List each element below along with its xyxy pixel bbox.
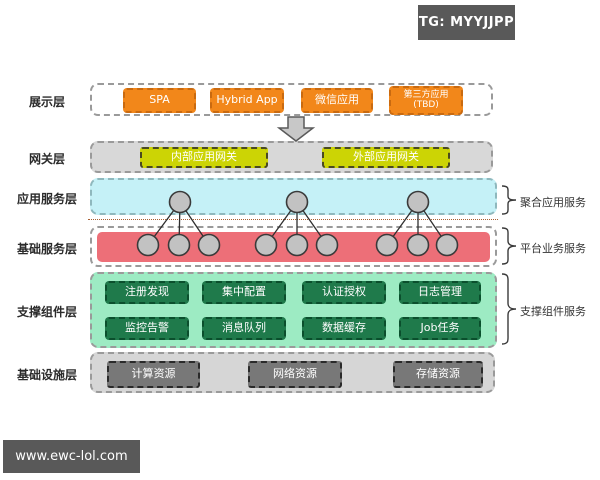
label-support-layer: 支撑组件层 — [16, 305, 77, 319]
annotation-platform-business-services: 平台业务服务 — [520, 242, 586, 255]
label-infra-layer: 基础设施层 — [16, 368, 77, 382]
support-item-job: Job任务 — [399, 317, 481, 340]
tg-badge: TG: MYYJJPP — [418, 5, 515, 40]
gateway-item-external: 外部应用网关 — [322, 147, 450, 168]
presentation-item-hybrid-app: Hybrid App — [210, 88, 284, 113]
support-item-auth: 认证授权 — [302, 281, 386, 304]
gateway-item-internal: 内部应用网关 — [140, 147, 268, 168]
brace-support — [501, 273, 517, 345]
support-item-monitoring: 监控告警 — [105, 317, 189, 340]
presentation-item-wechat-app: 微信应用 — [301, 88, 373, 113]
infra-item-storage: 存储资源 — [393, 361, 483, 388]
down-arrow — [276, 116, 316, 142]
support-item-logging: 日志管理 — [399, 281, 481, 304]
infra-item-compute: 计算资源 — [107, 361, 200, 388]
base-service-band — [97, 232, 490, 262]
watermark-url: www.ewc-lol.com — [3, 440, 140, 473]
infra-item-network: 网络资源 — [248, 361, 342, 388]
third-party-line2: (TBD) — [413, 99, 439, 110]
dotted-divider — [88, 219, 498, 220]
presentation-item-third-party: 第三方应用 (TBD) — [389, 86, 463, 115]
annotation-aggregated-app-services: 聚合应用服务 — [520, 196, 586, 209]
third-party-line1: 第三方应用 — [403, 89, 449, 100]
annotation-support-component-services: 支撑组件服务 — [520, 305, 586, 318]
label-presentation-layer: 展示层 — [28, 95, 65, 109]
app-service-layer-container — [90, 178, 497, 215]
annotation-braces — [501, 185, 517, 345]
label-app-service-layer: 应用服务层 — [16, 192, 77, 206]
support-item-message-queue: 消息队列 — [202, 317, 286, 340]
label-gateway-layer: 网关层 — [28, 152, 65, 166]
presentation-item-spa: SPA — [123, 88, 196, 113]
support-item-registry: 注册发现 — [105, 281, 189, 304]
brace-app-service — [501, 185, 517, 215]
support-item-config: 集中配置 — [202, 281, 286, 304]
brace-base-service — [501, 227, 517, 265]
label-base-service-layer: 基础服务层 — [16, 242, 77, 256]
support-item-data-cache: 数据缓存 — [302, 317, 386, 340]
